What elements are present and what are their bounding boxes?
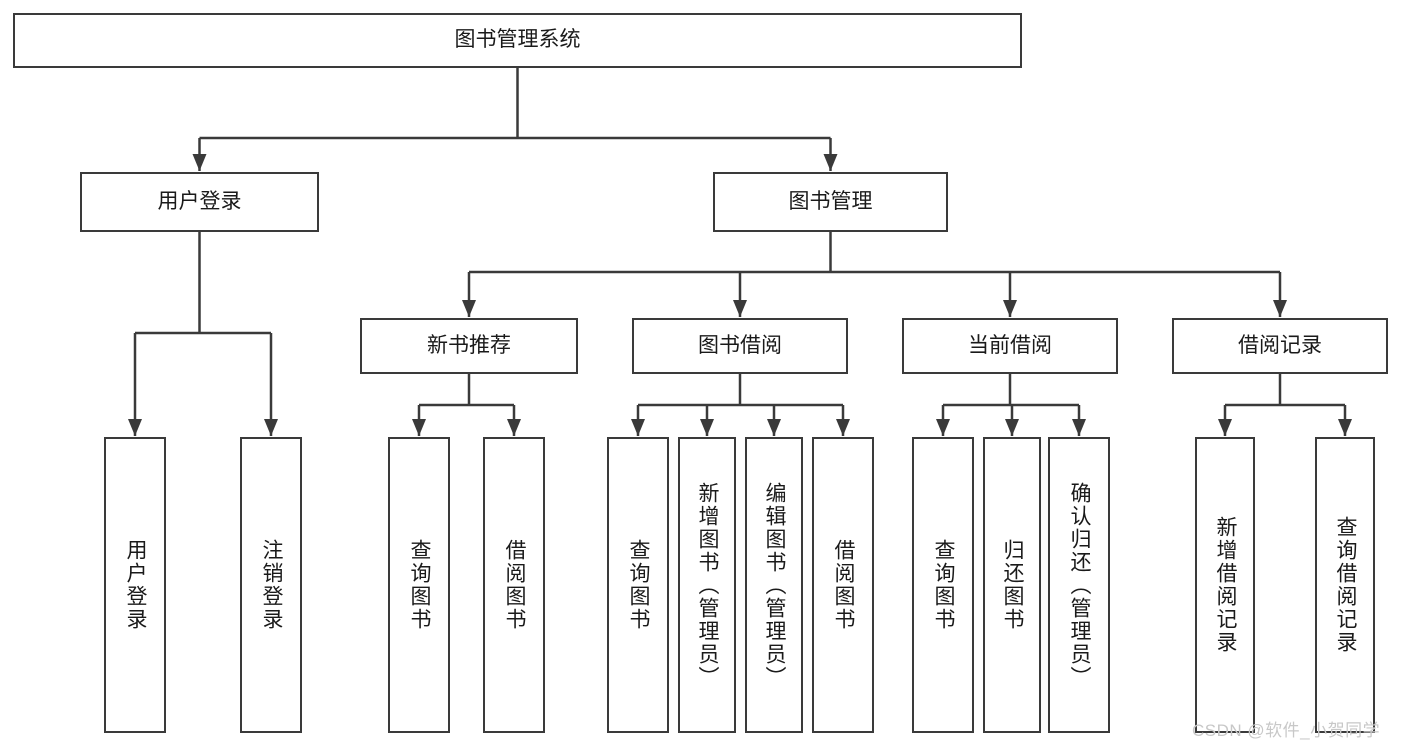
node-label: 新书推荐 [427,333,511,357]
node-leaf-8[interactable]: 借阅图书 [812,437,874,733]
node-label: 当前借阅 [968,333,1052,357]
node-leaf-12[interactable]: 新增借阅记录 [1195,437,1255,733]
node-leaf-2[interactable]: 注销登录 [240,437,302,733]
node-label: 新增图书（管理员） [696,481,720,689]
node-label: 编辑图书（管理员） [763,481,787,689]
node-leaf-6[interactable]: 新增图书（管理员） [678,437,736,733]
node-label: 归还图书 [1001,539,1025,631]
node-label: 图书管理系统 [454,28,581,52]
node-leaf-3[interactable]: 查询图书 [388,437,450,733]
node-label: 查询图书 [932,539,956,631]
node-leaf-7[interactable]: 编辑图书（管理员） [745,437,803,733]
node-leaf-1[interactable]: 用户登录 [104,437,166,733]
node-root[interactable]: 图书管理系统 [13,13,1022,68]
node-leaf-11[interactable]: 确认归还（管理员） [1048,437,1110,733]
node-label: 查询图书 [627,539,651,631]
node-leaf-4[interactable]: 借阅图书 [483,437,545,733]
node-label: 图书管理 [788,189,873,213]
node-label: 图书借阅 [698,333,782,357]
node-records[interactable]: 借阅记录 [1172,318,1388,374]
node-label: 借阅图书 [503,539,527,631]
node-label: 查询借阅记录 [1334,516,1358,654]
node-borrow[interactable]: 图书借阅 [632,318,848,374]
node-current[interactable]: 当前借阅 [902,318,1118,374]
node-label: 新增借阅记录 [1214,516,1238,654]
node-label: 确认归还（管理员） [1068,481,1092,689]
node-label: 用户登录 [124,539,148,631]
node-leaf-13[interactable]: 查询借阅记录 [1315,437,1375,733]
watermark-label: CSDN @软件_小贺同学 [1192,721,1381,740]
node-leaf-9[interactable]: 查询图书 [912,437,974,733]
node-bookmgmt[interactable]: 图书管理 [713,172,948,232]
node-leaf-5[interactable]: 查询图书 [607,437,669,733]
node-label: 注销登录 [260,539,284,631]
node-leaf-10[interactable]: 归还图书 [983,437,1041,733]
node-label: 查询图书 [408,539,432,631]
node-label: 借阅图书 [832,539,856,631]
node-login[interactable]: 用户登录 [80,172,319,232]
node-newbook[interactable]: 新书推荐 [360,318,578,374]
node-label: 用户登录 [157,189,242,213]
node-label: 借阅记录 [1238,333,1322,357]
